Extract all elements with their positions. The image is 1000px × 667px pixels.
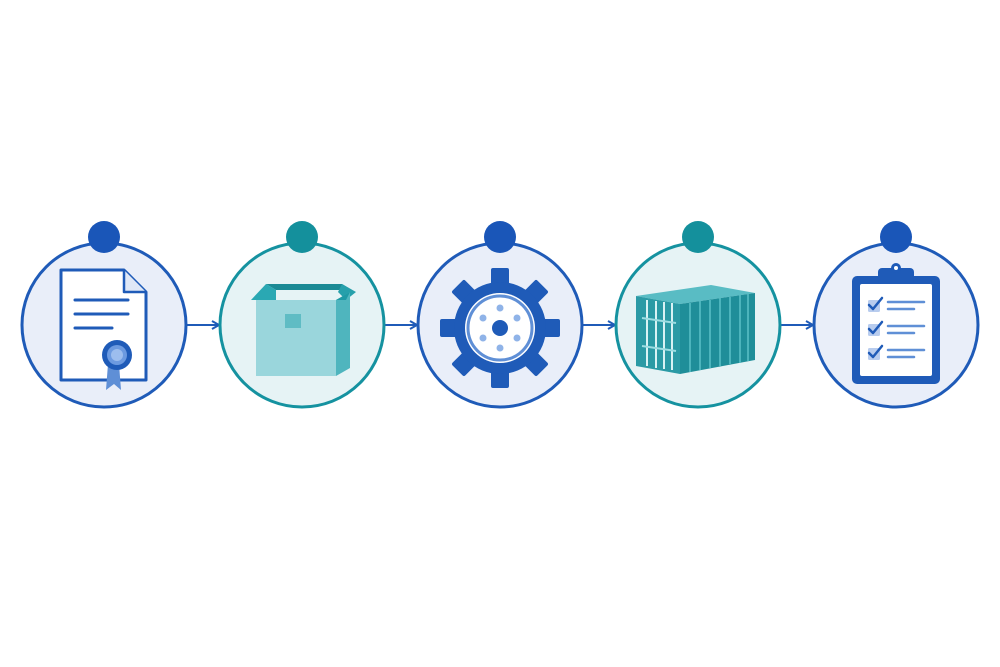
- step-dot: [286, 221, 318, 253]
- step-gear: [416, 221, 584, 409]
- gear-icon: [440, 268, 560, 388]
- step-dot: [880, 221, 912, 253]
- step-container: [614, 221, 782, 409]
- step-dot: [682, 221, 714, 253]
- step-checklist: [812, 221, 980, 409]
- step-dot: [484, 221, 516, 253]
- shipping-container-icon: [636, 285, 755, 374]
- checklist-clipboard-icon: [852, 263, 940, 384]
- step-certificate: [20, 221, 188, 409]
- step-dot: [88, 221, 120, 253]
- step-box: [218, 221, 386, 409]
- open-box-icon: [251, 284, 356, 376]
- certificate-document-icon: [59, 268, 148, 390]
